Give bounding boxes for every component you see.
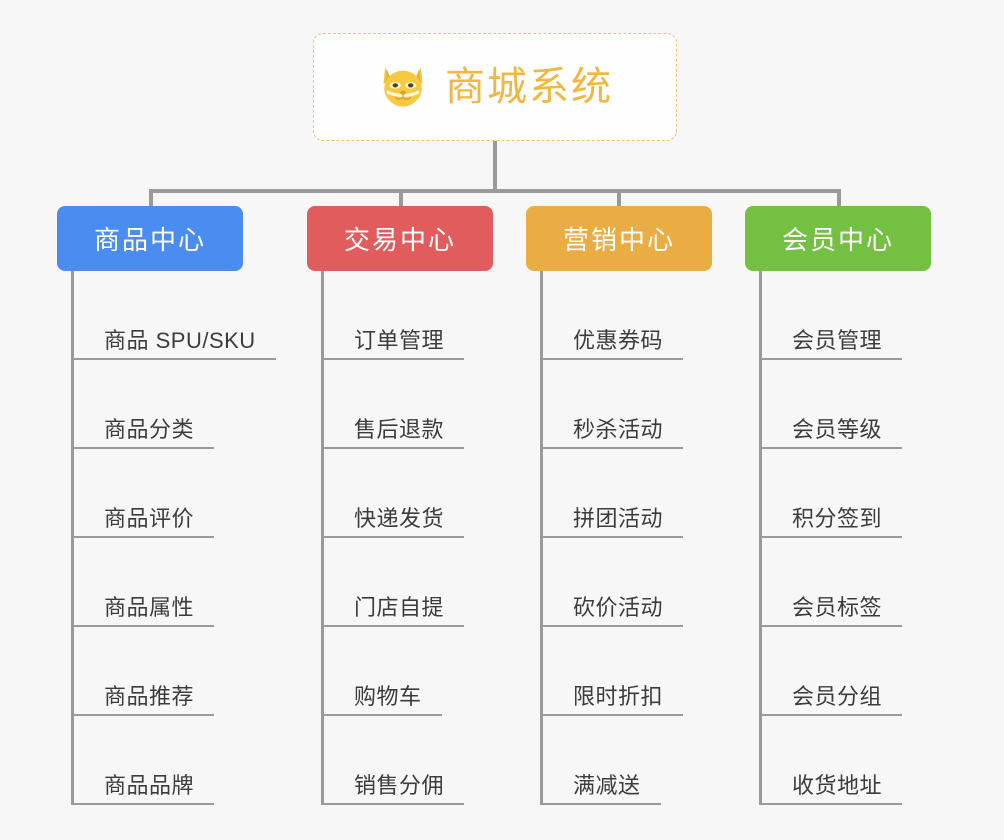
column-spine [759,271,762,805]
leaf-item-label: 满减送 [573,772,641,798]
leaf-item[interactable]: 商品评价 [71,449,214,538]
leaf-item-label: 订单管理 [354,327,445,353]
column-spine [321,271,324,805]
leaf-item-label: 会员分组 [792,683,883,709]
leaf-item-label: 商品属性 [104,594,195,620]
category-box-4[interactable]: 会员中心 [745,206,931,271]
leaf-item[interactable]: 拼团活动 [540,449,683,538]
leaf-item-label: 商品 SPU/SKU [104,327,256,353]
leaf-item-label: 快递发货 [354,505,445,531]
leaf-item[interactable]: 会员标签 [759,538,902,627]
category-label-1: 商品中心 [93,225,206,255]
leaf-item-label: 会员等级 [792,416,883,442]
leaf-item[interactable]: 砍价活动 [540,538,683,627]
leaf-item[interactable]: 商品属性 [71,538,214,627]
leaf-item[interactable]: 商品品牌 [71,716,214,805]
leaf-item-label: 砍价活动 [573,594,664,620]
branch-drop-connector-1 [149,189,153,211]
horizontal-bus-connector [149,189,841,193]
leaf-item[interactable]: 会员等级 [759,360,902,449]
leaf-item[interactable]: 积分签到 [759,449,902,538]
leaf-item-label: 门店自提 [354,594,445,620]
leaf-item-label: 售后退款 [354,416,445,442]
leaf-item[interactable]: 快递发货 [321,449,464,538]
leaf-item[interactable]: 会员分组 [759,627,902,716]
leaf-item[interactable]: 商品 SPU/SKU [71,271,276,360]
shiba-dog-face-icon [383,67,423,109]
leaf-item-label: 会员管理 [792,327,883,353]
leaf-item-label: 商品品牌 [104,772,195,798]
root-stem-connector [493,141,497,191]
leaf-item-label: 积分签到 [792,505,883,531]
leaf-item-label: 拼团活动 [573,505,664,531]
leaf-item[interactable]: 满减送 [540,716,661,805]
leaf-item[interactable]: 商品推荐 [71,627,214,716]
leaf-item-label: 商品评价 [104,505,195,531]
leaf-item-label: 购物车 [354,683,422,709]
root-node[interactable]: 商城系统 [313,33,677,141]
leaf-item-label: 限时折扣 [573,683,664,709]
leaf-item[interactable]: 收货地址 [759,716,902,805]
leaf-item-label: 收货地址 [792,772,883,798]
category-label-4: 会员中心 [781,225,894,255]
leaf-item-label: 秒杀活动 [573,416,664,442]
leaf-item[interactable]: 秒杀活动 [540,360,683,449]
leaf-item-label: 会员标签 [792,594,883,620]
leaf-item[interactable]: 商品分类 [71,360,214,449]
branch-drop-connector-3 [617,189,621,211]
leaf-item[interactable]: 售后退款 [321,360,464,449]
leaf-item[interactable]: 订单管理 [321,271,464,360]
branch-drop-connector-2 [399,189,403,211]
branch-drop-connector-4 [837,189,841,211]
leaf-item-label: 商品推荐 [104,683,195,709]
leaf-item[interactable]: 购物车 [321,627,442,716]
category-box-3[interactable]: 营销中心 [526,206,712,271]
leaf-item[interactable]: 门店自提 [321,538,464,627]
column-spine [540,271,543,805]
leaf-item-label: 优惠券码 [573,327,664,353]
category-box-1[interactable]: 商品中心 [57,206,243,271]
category-label-2: 交易中心 [343,225,456,255]
leaf-item[interactable]: 优惠券码 [540,271,683,360]
root-title: 商城系统 [445,65,613,109]
leaf-item-label: 商品分类 [104,416,195,442]
column-spine [71,271,74,805]
leaf-item[interactable]: 会员管理 [759,271,902,360]
category-box-2[interactable]: 交易中心 [307,206,493,271]
category-label-3: 营销中心 [562,225,675,255]
root-node-content: 商城系统 [377,61,613,113]
leaf-item[interactable]: 限时折扣 [540,627,683,716]
leaf-item[interactable]: 销售分佣 [321,716,464,805]
leaf-item-label: 销售分佣 [354,772,445,798]
